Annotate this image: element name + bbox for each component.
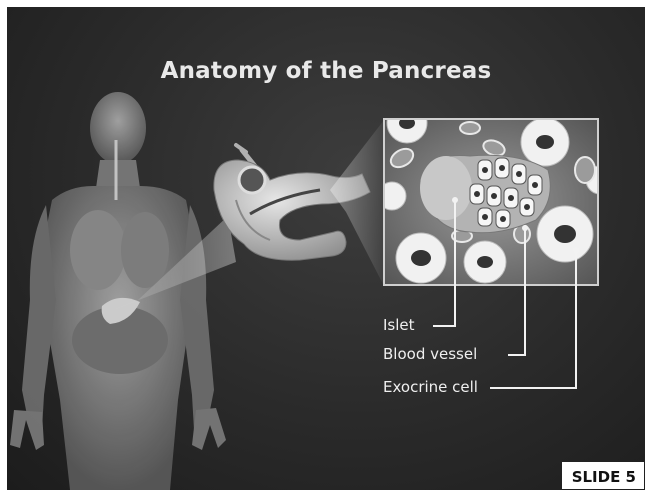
page-title: Anatomy of the Pancreas [0, 58, 652, 84]
micro-view-panel [378, 103, 614, 285]
human-figure [10, 92, 226, 490]
label-exocrine-cell: Exocrine cell [383, 378, 478, 396]
slide-number-badge: SLIDE 5 [562, 462, 644, 489]
label-islet: Islet [383, 316, 415, 334]
label-blood-vessel: Blood vessel [383, 345, 477, 363]
